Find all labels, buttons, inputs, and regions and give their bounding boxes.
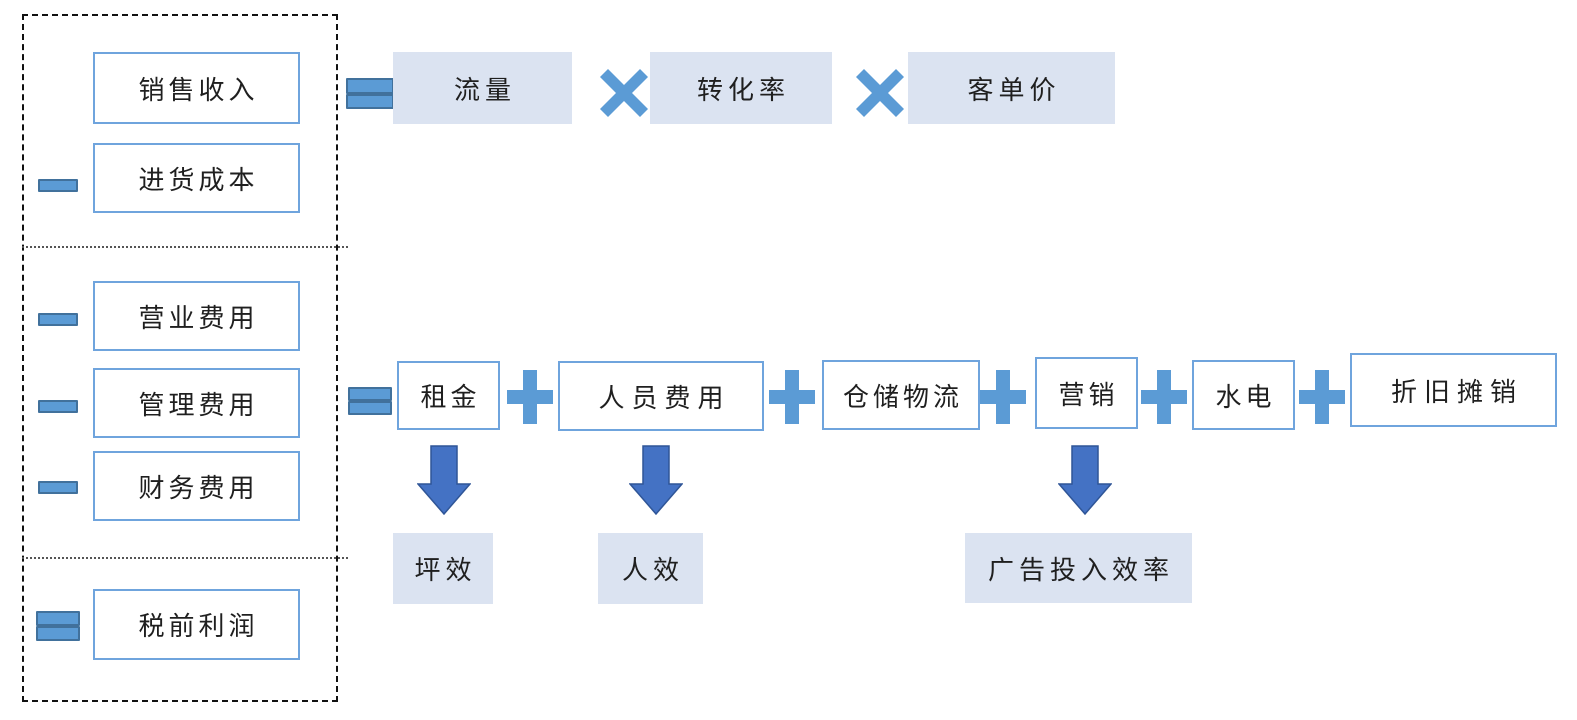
box-depreciation-amortization: 折旧摊销: [1350, 353, 1557, 427]
box-admin-expense: 管理费用: [93, 368, 300, 438]
multiply-icon: [600, 69, 648, 117]
box-ad-spend-efficiency: 广告投入效率: [965, 533, 1192, 603]
equals-icon: [346, 78, 394, 109]
down-arrow-icon: [417, 445, 471, 515]
plus-icon: [769, 370, 815, 424]
plus-icon: [507, 370, 553, 424]
box-rent: 租金: [397, 361, 500, 430]
box-personnel-efficiency: 人效: [598, 533, 703, 604]
box-warehouse-logistics: 仓储物流: [822, 360, 980, 430]
plus-icon: [1299, 370, 1345, 424]
minus-icon: [38, 313, 78, 326]
minus-icon: [38, 481, 78, 494]
minus-icon: [38, 179, 78, 192]
box-area-efficiency: 坪效: [393, 533, 493, 604]
multiply-icon: [856, 69, 904, 117]
left-panel: [22, 14, 338, 702]
box-marketing: 营销: [1035, 357, 1138, 429]
minus-icon: [38, 400, 78, 413]
box-avg-order-value: 客单价: [908, 52, 1115, 124]
box-finance-expense: 财务费用: [93, 451, 300, 521]
dotted-divider: [22, 557, 348, 559]
box-traffic: 流量: [393, 52, 572, 124]
box-personnel-cost: 人员费用: [558, 361, 764, 431]
box-utilities: 水电: [1192, 360, 1295, 430]
plus-icon: [1141, 370, 1187, 424]
equals-icon: [348, 387, 392, 415]
dotted-divider: [22, 246, 348, 248]
box-purchase-cost: 进货成本: [93, 143, 300, 213]
box-pretax-profit: 税前利润: [93, 589, 300, 660]
box-sales-revenue: 销售收入: [93, 52, 300, 124]
box-conversion-rate: 转化率: [650, 52, 832, 124]
plus-icon: [980, 370, 1026, 424]
equals-icon: [36, 611, 80, 641]
down-arrow-icon: [1058, 445, 1112, 515]
down-arrow-icon: [629, 445, 683, 515]
box-operating-expense: 营业费用: [93, 281, 300, 351]
